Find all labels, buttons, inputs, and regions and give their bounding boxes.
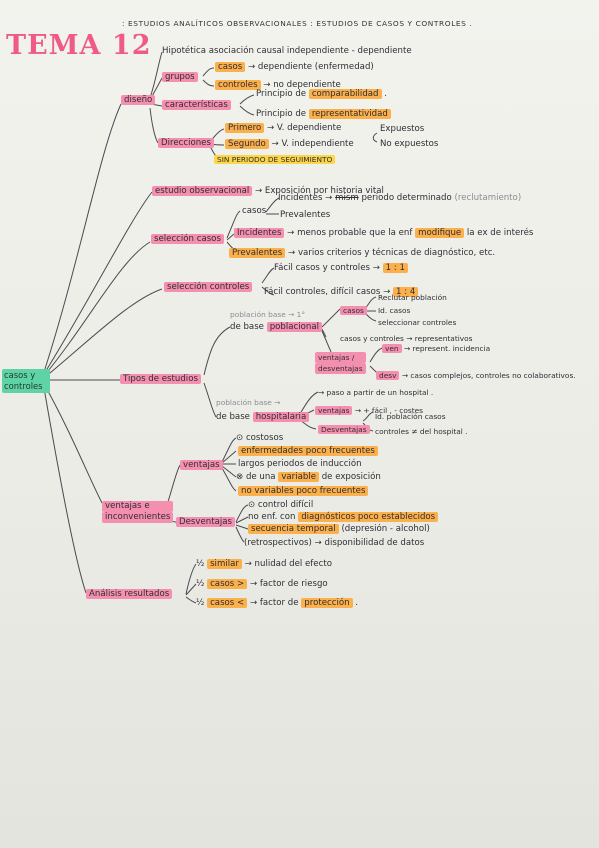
ratio-1-4: Fácil controles, difícil casos → 1 : 4 xyxy=(264,287,419,298)
ventajas-desventajas-node: ventajas /desventajas xyxy=(315,352,366,374)
casos-label: casos xyxy=(242,206,267,216)
analisis-node: Análisis resultados xyxy=(86,589,173,600)
desventaja-diagnosticos: no enf. con diagnósticos poco establecid… xyxy=(248,512,439,523)
base-poblacional: de base poblacional xyxy=(230,322,322,333)
resultado-similar: ½ similar → nulidad del efecto xyxy=(196,559,332,569)
root-node: casos y controles xyxy=(2,369,50,393)
prevalentes-row: Prevalentes → varios criterios y técnica… xyxy=(229,248,495,259)
poblacional-casos: casos xyxy=(340,305,367,316)
ventaja-no-variables: no variables poco frecuentes xyxy=(238,486,369,497)
base-hospitalaria: de base hospitalaria xyxy=(216,412,310,423)
direccion-primero: Primero → V. dependiente xyxy=(225,123,341,134)
hospitalaria-base-note: población base → xyxy=(216,398,281,407)
representativos-text: casos y controles → representativos xyxy=(340,334,473,343)
seleccion-casos-node: selección casos xyxy=(151,234,224,245)
estudio-observacional-node: estudio observacional → Exposición por h… xyxy=(152,186,384,197)
hipotesis-text: Hipotética asociación causal independien… xyxy=(162,46,412,56)
prevalentes-plain: Prevalentes xyxy=(280,210,331,220)
grupos-casos: casos → dependiente (enfermedad) xyxy=(215,62,374,73)
page-title: TEMA 12 xyxy=(6,30,152,61)
ventaja-enfermedades: enfermedades poco frecuentes xyxy=(238,446,378,457)
ventaja-largos-periodos: largos periodos de inducción xyxy=(238,459,362,469)
poblacional-ventajas: ven → represent. incidencia xyxy=(382,343,490,354)
direcciones-node: Direcciones xyxy=(158,138,214,149)
ventaja-costosos: ⊙ costosos xyxy=(236,433,284,443)
grupos-controles: controles → no dependiente xyxy=(215,80,341,91)
hospitalaria-desventajas-node: Desventajas xyxy=(318,424,370,435)
caracteristicas-node: características xyxy=(162,100,231,111)
desventaja-retrospectivos: (retrospectivos) → disponibilidad de dat… xyxy=(244,538,425,548)
seleccionar-controles: seleccionar controles xyxy=(378,318,457,327)
desventaja-control: ⊙ control difícil xyxy=(248,500,314,510)
grupos-node: grupos xyxy=(162,72,198,83)
root-line-2: controles xyxy=(4,381,43,391)
resultado-casos-mayor: ½ casos > → factor de riesgo xyxy=(196,579,328,589)
principio-comparabilidad: Principio de comparabilidad . xyxy=(256,89,387,99)
poblacional-desventajas: desv → casos complejos, controles no col… xyxy=(376,370,576,381)
root-line-1: casos y xyxy=(4,370,36,380)
principio-representatividad: Principio de representatividad xyxy=(256,109,391,120)
tipos-node: Tipos de estudios xyxy=(120,374,201,385)
hospitalaria-desventajas-text: controles ≠ del hospital . xyxy=(375,427,468,436)
desventaja-secuencia: secuencia temporal (depresión - alcohol) xyxy=(248,524,430,535)
id-casos: Id. casos xyxy=(378,306,411,315)
seleccion-controles-node: selección controles xyxy=(164,282,253,293)
incidentes-row: Incidentes → menos probable que la enf m… xyxy=(234,228,533,239)
direccion-segundo: Segundo → V. independiente xyxy=(225,139,354,150)
desventajas-node: Desventajas xyxy=(176,517,235,528)
resultado-casos-menor: ½ casos < → factor de protección . xyxy=(196,598,359,608)
ventaja-variable: ⊗ de una variable de exposición xyxy=(236,472,381,482)
hospitalaria-paso-text: → paso a partir de un hospital . xyxy=(318,388,434,397)
sin-periodo-text: SIN PERIODO DE SEGUIMIENTO xyxy=(214,154,336,165)
expuestos-text: Expuestos xyxy=(380,124,425,134)
page-subtitle: : ESTUDIOS ANALÍTICOS OBSERVACIONALES : … xyxy=(122,19,473,28)
hospitalaria-ventajas: ventajas → + fácil , - costes xyxy=(315,405,423,416)
ratio-1-1: Fácil casos y controles → 1 : 1 xyxy=(274,263,408,274)
reclutar-poblacion: Reclutar población xyxy=(378,293,447,302)
no-expuestos-text: No expuestos xyxy=(380,139,439,149)
hospitalaria-id-text: Id. población casos xyxy=(375,412,446,421)
incidentes-periodo-text: Incidentes → mism periodo determinado (r… xyxy=(278,193,522,203)
poblacional-base-note: población base → 1° xyxy=(230,310,306,319)
ventajas-node: ventajas xyxy=(180,460,223,471)
diseno-node: diseño xyxy=(121,95,156,106)
